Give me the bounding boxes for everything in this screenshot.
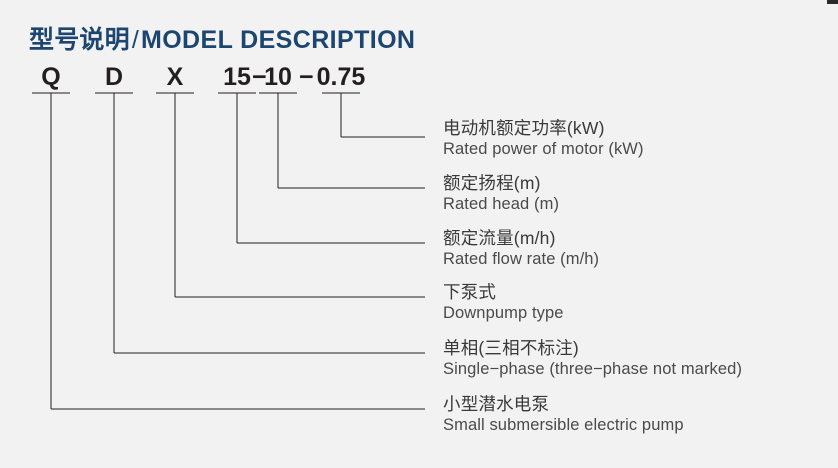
model-code-segment: 10 — [264, 63, 292, 91]
callout-label-english: Small submersible electric pump — [443, 416, 684, 434]
model-code-segment: D — [104, 63, 124, 91]
model-code-segment: 0.75 — [316, 63, 366, 91]
callout-label-chinese: 单相(三相不标注) — [443, 338, 579, 358]
model-code-dash: − — [252, 63, 267, 91]
callout-label-chinese: 下泵式 — [443, 282, 497, 302]
callout-label-english: Single−phase (three−phase not marked) — [443, 360, 743, 378]
model-code-segment: X — [166, 63, 184, 91]
callout-label: 额定扬程(m) Rated head (m) — [443, 173, 559, 214]
callout-label-english: Rated head (m) — [443, 195, 560, 213]
title-chinese: 型号说明 — [29, 26, 130, 54]
callout-label: 单相(三相不标注) Single−phase (three−phase not m… — [443, 338, 742, 379]
callout-label-english: Rated power of motor (kW) — [443, 140, 644, 158]
model-code-dash: − — [299, 63, 314, 91]
callout-label-chinese: 电动机额定功率(kW) — [443, 118, 605, 138]
callout-label: 下泵式 Downpump type — [443, 282, 564, 323]
model-code-segment: Q — [41, 63, 61, 91]
callout-label: 电动机额定功率(kW) Rated power of motor (kW) — [443, 118, 644, 159]
callout-label: 小型潜水电泵 Small submersible electric pump — [443, 394, 684, 435]
title-english: MODEL DESCRIPTION — [140, 26, 416, 54]
callout-label-chinese: 额定流量(m/h) — [443, 228, 556, 248]
title-separator: / — [131, 26, 139, 54]
callout-label-chinese: 额定扬程(m) — [443, 173, 541, 193]
page-title: 型号说明/MODEL DESCRIPTION — [29, 20, 415, 56]
callout-label: 额定流量(m/h) Rated flow rate (m/h) — [443, 228, 599, 269]
callout-label-english: Downpump type — [443, 304, 564, 322]
model-code-segment: 15 — [223, 63, 251, 91]
callout-label-chinese: 小型潜水电泵 — [443, 394, 550, 414]
corner-artifact — [827, 0, 838, 4]
callout-label-english: Rated flow rate (m/h) — [443, 250, 600, 268]
